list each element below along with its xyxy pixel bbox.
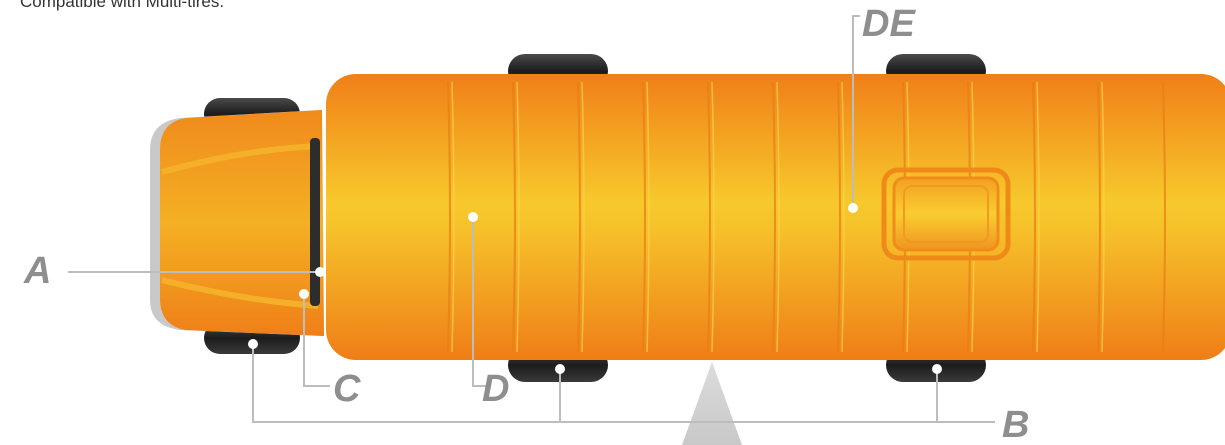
windshield xyxy=(310,138,320,306)
leader-d xyxy=(472,217,490,387)
roof-hatch xyxy=(881,167,1011,261)
marker-a xyxy=(315,267,325,277)
label-c: C xyxy=(333,368,361,410)
caption-text: Compatible with Multi-tires. xyxy=(20,0,225,11)
marker-c xyxy=(299,289,309,299)
label-b: B xyxy=(1002,404,1029,445)
leader-c xyxy=(303,294,330,387)
marker-d xyxy=(468,212,478,222)
marker-de xyxy=(848,203,858,213)
label-d: D xyxy=(482,368,509,410)
marker-b-2 xyxy=(555,364,565,374)
leader-lines xyxy=(68,15,995,423)
cab xyxy=(150,110,324,336)
leader-b xyxy=(252,344,995,423)
center-arrow-icon xyxy=(682,362,742,445)
trailer-body xyxy=(326,74,1225,360)
leader-de xyxy=(852,15,860,208)
marker-b-3 xyxy=(932,364,942,374)
markers xyxy=(248,203,942,374)
marker-b-1 xyxy=(248,339,258,349)
label-a: A xyxy=(23,250,51,292)
label-de: DE xyxy=(862,3,916,45)
